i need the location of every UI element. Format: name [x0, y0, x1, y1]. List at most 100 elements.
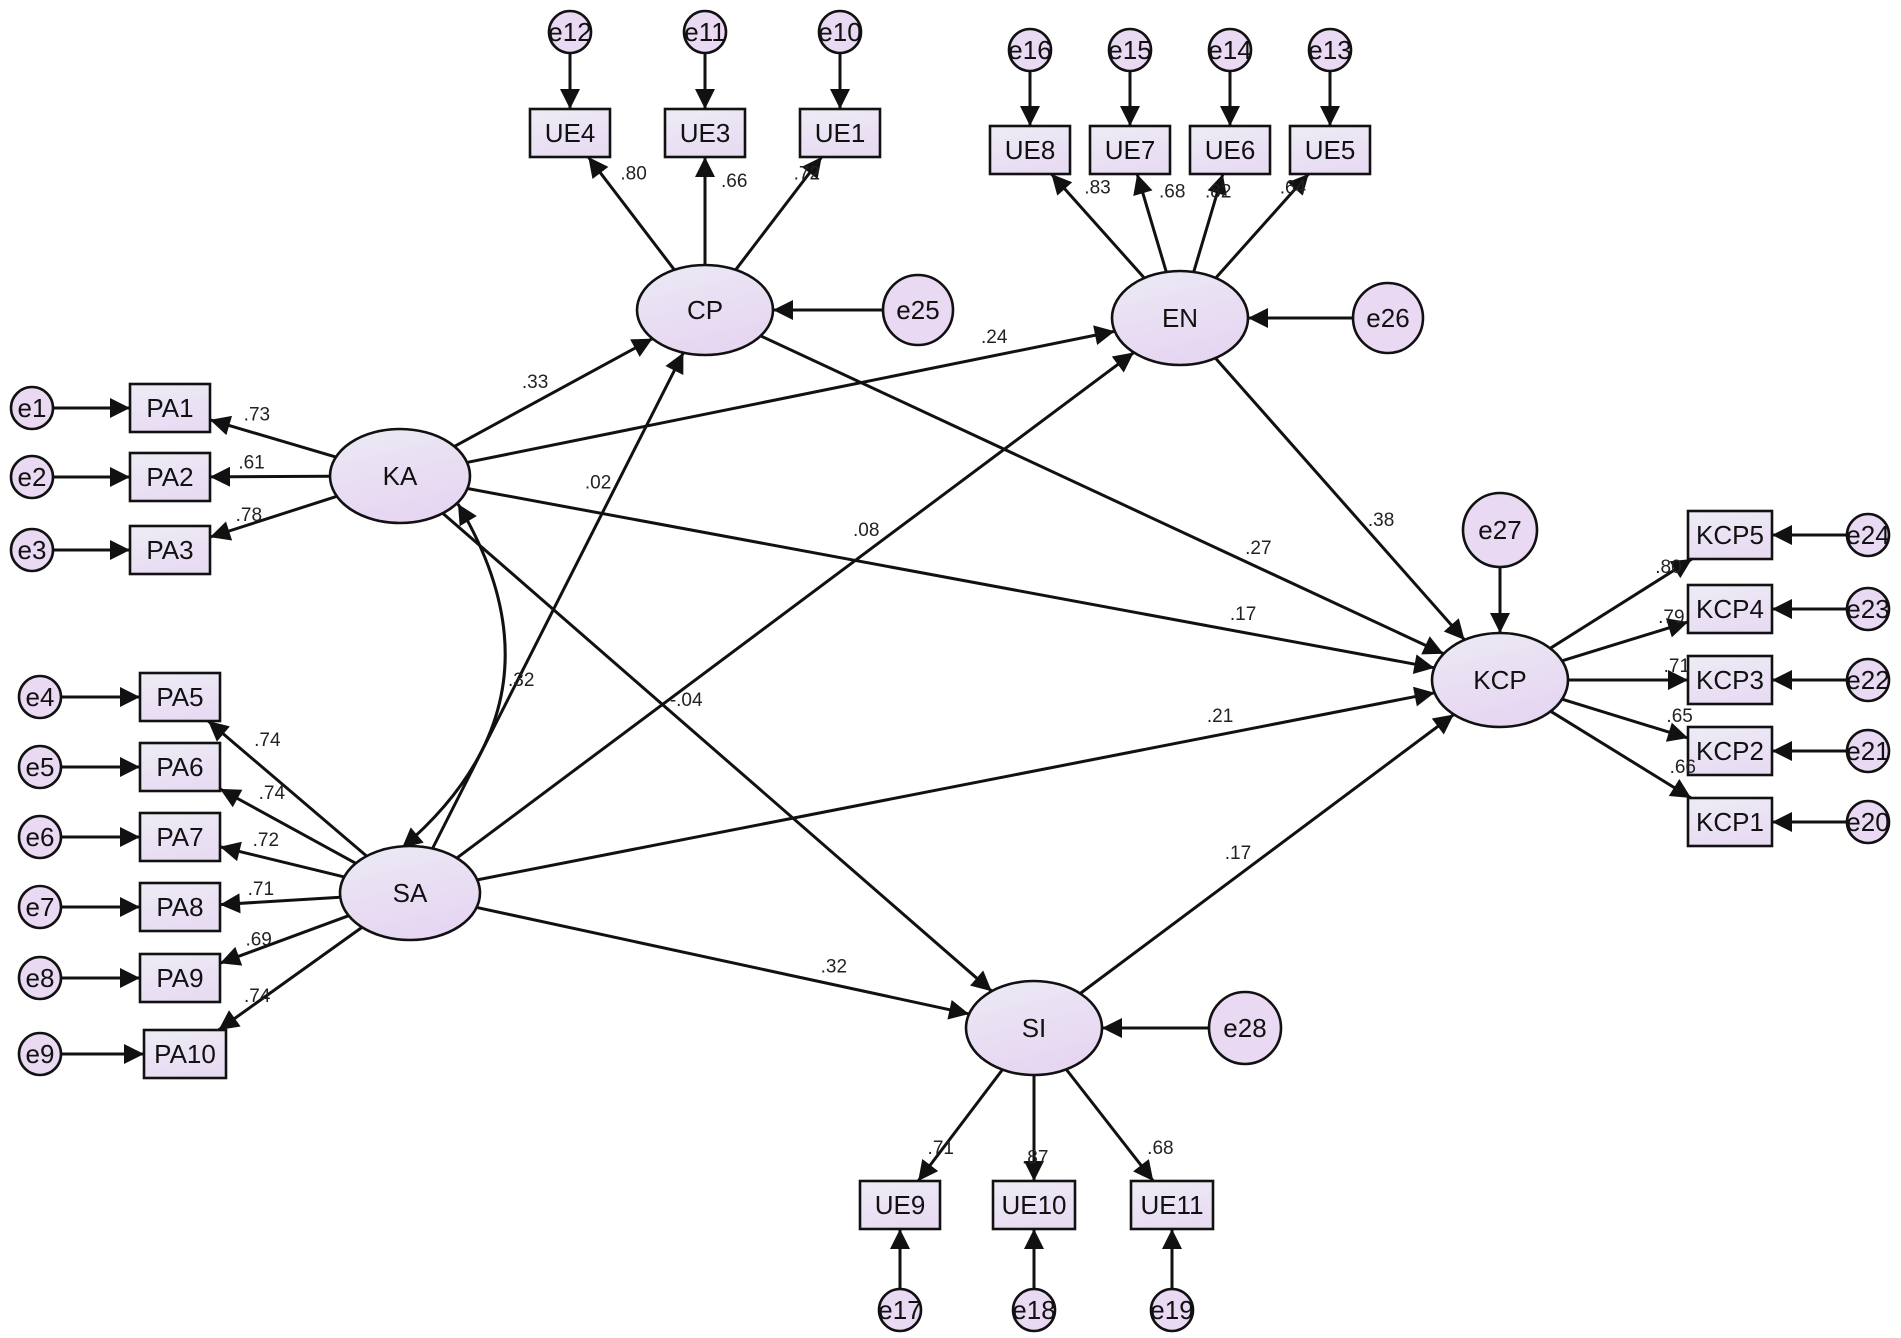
loading-arrow-en-ue7 [1133, 173, 1168, 273]
indicator-label: KCP3 [1696, 665, 1764, 695]
latent-ellipse [1430, 631, 1570, 729]
indicator-pa7: PA7 [138, 811, 222, 863]
error-label: e11 [684, 17, 725, 47]
error-label: e26 [1366, 303, 1409, 333]
error-label: e12 [548, 17, 591, 47]
loading-arrow-si-ue9 [916, 1068, 1004, 1182]
indicator-pa1: PA1 [128, 382, 212, 434]
indicator-label: KCP4 [1696, 594, 1764, 624]
latent-ellipse [635, 263, 775, 357]
indicator-label: UE8 [1005, 135, 1056, 165]
error-label: e4 [26, 682, 55, 712]
path-arrow-ka-kcp [467, 487, 1435, 675]
loading-coef-ue10: .87 [1022, 1148, 1048, 1169]
indicator-label: UE5 [1305, 135, 1356, 165]
latent-en: EN [1110, 269, 1250, 367]
error-label: e20 [1846, 807, 1889, 837]
error-label: e10 [818, 17, 861, 47]
loading-arrow-sa-pa8 [219, 893, 341, 914]
indicator-label: UE9 [875, 1190, 926, 1220]
indicator-label: UE7 [1105, 135, 1156, 165]
latent-label: KA [383, 461, 418, 491]
loading-coef-pa9: .69 [245, 930, 271, 951]
error-circle [1207, 27, 1253, 73]
error-circle [1845, 657, 1891, 703]
loading-arrow-ka-pa2 [209, 466, 331, 487]
error-label: e23 [1846, 594, 1889, 624]
path-arrow-sa-si [476, 905, 970, 1020]
path-arrow-si-kcp [1079, 713, 1455, 995]
path-coef-sa-si: .32 [821, 956, 847, 977]
loading-coef-pa3: .78 [236, 505, 262, 526]
error-circle [1461, 491, 1539, 569]
latent-ellipse [964, 979, 1104, 1077]
indicator-box [1129, 1179, 1215, 1231]
latent-kcp: KCP [1430, 631, 1570, 729]
loading-coef-ue6: .82 [1205, 182, 1231, 203]
indicator-kcp5: KCP5 [1686, 509, 1774, 561]
error-e2: e2 [9, 454, 55, 500]
indicator-kcp1: KCP1 [1686, 796, 1774, 848]
indicator-pa3: PA3 [128, 524, 212, 576]
error-e1: e1 [9, 385, 55, 431]
indicator-label: UE3 [680, 118, 731, 148]
error-label: e21 [1846, 736, 1889, 766]
indicator-box [798, 107, 882, 159]
loading-coef-kcp4: .79 [1658, 607, 1684, 628]
indicator-pa9: PA9 [138, 952, 222, 1004]
indicator-box [128, 451, 212, 503]
indicator-ue4: UE4 [528, 107, 612, 159]
loading-coef-ue4: .80 [620, 163, 646, 184]
error-circle [1307, 27, 1353, 73]
path-coef-ka-si: -.04 [670, 690, 703, 711]
indicator-label: PA3 [146, 535, 193, 565]
error-e23: e23 [1845, 586, 1891, 632]
loading-coef-pa5: .74 [254, 730, 281, 751]
loading-arrow-ka-pa3 [209, 494, 338, 541]
error-label: e9 [26, 1039, 55, 1069]
coefficient-labels-layer: .73.61.78.74.74.72.71.69.74.80.66.72.83.… [236, 163, 1696, 1168]
indicator-ue9: UE9 [858, 1179, 942, 1231]
error-circle [881, 273, 955, 347]
indicator-box [128, 382, 212, 434]
path-coef-ka-cp: .33 [522, 372, 548, 393]
indicator-box [663, 107, 747, 159]
error-circle [17, 1031, 63, 1077]
error-e26: e26 [1351, 281, 1425, 355]
latent-sa: SA [338, 844, 482, 942]
error-label: e6 [26, 822, 55, 852]
error-label: e27 [1478, 515, 1521, 545]
indicator-box [142, 1028, 228, 1080]
error-e6: e6 [17, 814, 63, 860]
error-e16: e16 [1007, 27, 1053, 73]
error-label: e22 [1846, 665, 1889, 695]
loading-coef-ue11: .68 [1147, 1138, 1173, 1159]
latent-ellipse [328, 427, 472, 525]
loading-coef-pa6: .74 [259, 783, 286, 804]
latent-label: SA [393, 878, 428, 908]
loading-coef-pa1: .73 [244, 405, 270, 426]
loading-coef-pa8: .71 [248, 879, 274, 900]
path-arrow-ka-en [466, 325, 1116, 464]
error-circle [817, 9, 863, 55]
error-label: e3 [18, 535, 47, 565]
error-circle [9, 454, 55, 500]
loading-coef-pa7: .72 [253, 830, 279, 851]
error-circle [1207, 990, 1283, 1066]
loading-arrow-kcp-kcp5 [1549, 557, 1693, 650]
indicator-box [138, 952, 222, 1004]
error-circle [1845, 728, 1891, 774]
error-e22: e22 [1845, 657, 1891, 703]
indicator-box [991, 1179, 1077, 1231]
indicator-label: PA5 [156, 682, 203, 712]
loading-arrow-sa-pa5 [207, 719, 368, 858]
path-coef-sa-cp: .02 [585, 472, 611, 493]
indicator-label: PA1 [146, 393, 193, 423]
error-e10: e10 [817, 9, 863, 55]
path-arrow-ka-cp [453, 337, 654, 448]
indicator-box [1188, 124, 1272, 176]
path-coef-en-kcp: .38 [1368, 510, 1394, 531]
error-e4: e4 [17, 674, 63, 720]
error-e13: e13 [1307, 27, 1353, 73]
indicator-label: UE4 [545, 118, 596, 148]
